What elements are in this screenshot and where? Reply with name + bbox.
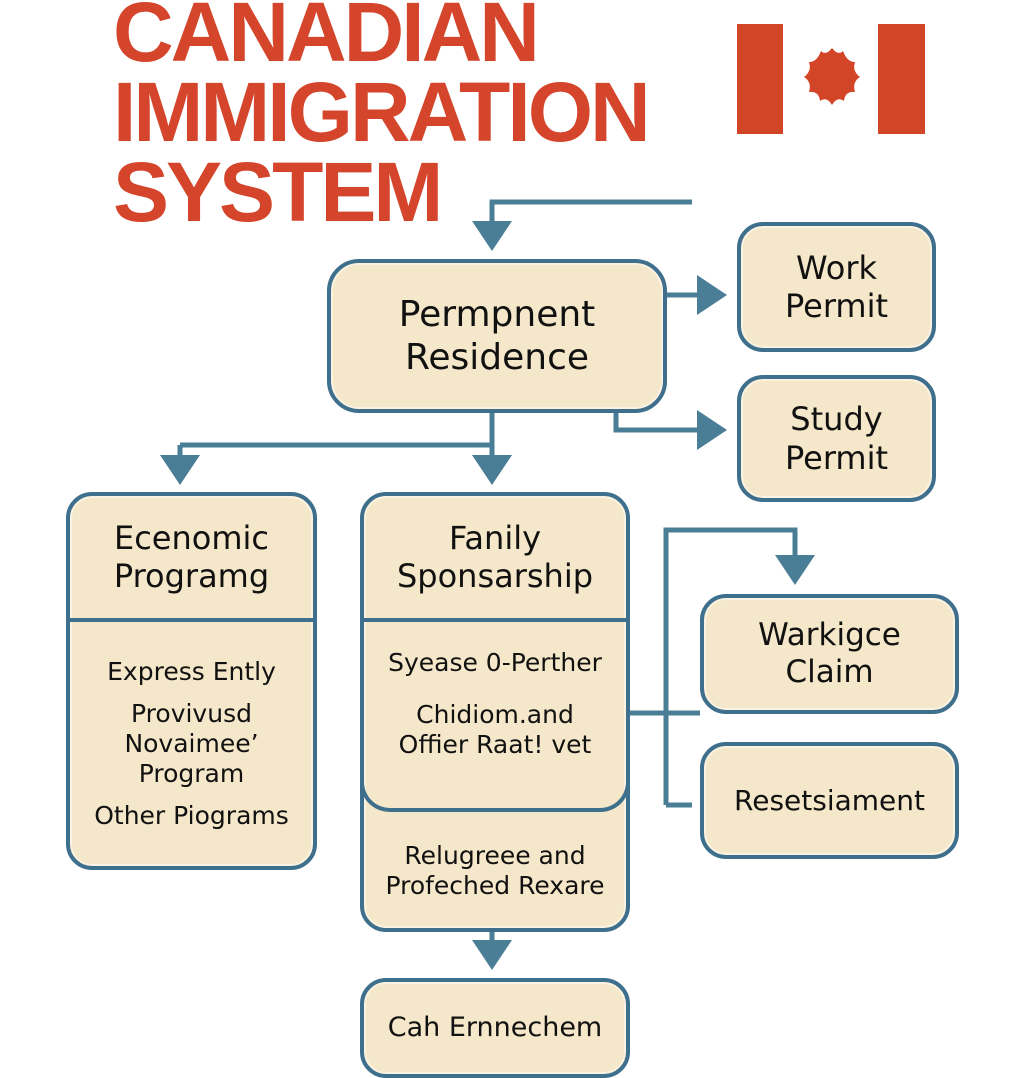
family-lower-2: Profeched Rexare xyxy=(385,871,605,900)
arrow-to-pr xyxy=(472,199,692,251)
bottom-label: Cah Ernnechem xyxy=(387,1012,603,1043)
title-line-1: CANADIAN xyxy=(113,0,540,79)
bottom-box[interactable]: Cah Ernnechem xyxy=(360,978,630,1078)
work-label-1: Work xyxy=(795,248,878,287)
study-label-2: Permit xyxy=(784,438,889,477)
resettlement-box[interactable]: Resetsiament xyxy=(700,742,959,859)
permanent-residence-box[interactable]: Permpnent Residence xyxy=(327,259,667,413)
work-permit-box[interactable]: Work Permit xyxy=(737,222,936,352)
connectors xyxy=(160,199,815,970)
title-line-3: SYSTEM xyxy=(113,145,443,239)
family-item: Offier Raat! vet xyxy=(398,730,592,759)
resettlement-label: Resetsiament xyxy=(734,783,925,817)
economic-item: Express Ently xyxy=(107,657,276,686)
family-title-1: Fanily xyxy=(448,518,542,557)
title-line-2: IMMIGRATION xyxy=(113,65,651,159)
economic-item: Provivusd xyxy=(131,699,252,728)
economic-title-2: Programg xyxy=(113,557,270,595)
family-inner-box: Syease 0-Perther Chidiom.and Offier Raat… xyxy=(360,622,630,812)
maple-leaf-icon xyxy=(804,48,860,105)
arrow-to-refugee xyxy=(663,527,815,805)
study-permit-box[interactable]: Study Permit xyxy=(737,375,936,502)
economic-item: Program xyxy=(138,759,245,788)
pr-label-2: Residence xyxy=(404,337,590,378)
arrow-to-study xyxy=(613,410,727,450)
family-sponsorship-box[interactable]: Fanily Sponsarship Syease 0-Perther Chid… xyxy=(360,492,630,932)
refugee-label-2: Claim xyxy=(785,654,874,690)
family-lower-1: Relugreee and xyxy=(404,841,586,870)
family-item: Syease 0-Perther xyxy=(388,648,602,677)
refugee-label-1: Warkigce xyxy=(758,616,901,653)
economic-item: Novaimee’ xyxy=(124,729,259,758)
family-title-2: Sponsarship xyxy=(396,557,594,595)
economic-programs-box[interactable]: Ecenomic Programg Express Ently Provivus… xyxy=(66,492,317,870)
economic-item: Other Piograms xyxy=(94,801,289,830)
economic-title-1: Ecenomic xyxy=(113,518,269,557)
pr-split xyxy=(180,412,495,448)
study-label-1: Study xyxy=(790,400,883,439)
work-label-2: Permit xyxy=(784,287,889,325)
family-item: Chidiom.and xyxy=(416,700,574,729)
refugee-claim-box[interactable]: Warkigce Claim xyxy=(700,594,959,714)
pr-label-1: Permpnent xyxy=(398,293,596,335)
